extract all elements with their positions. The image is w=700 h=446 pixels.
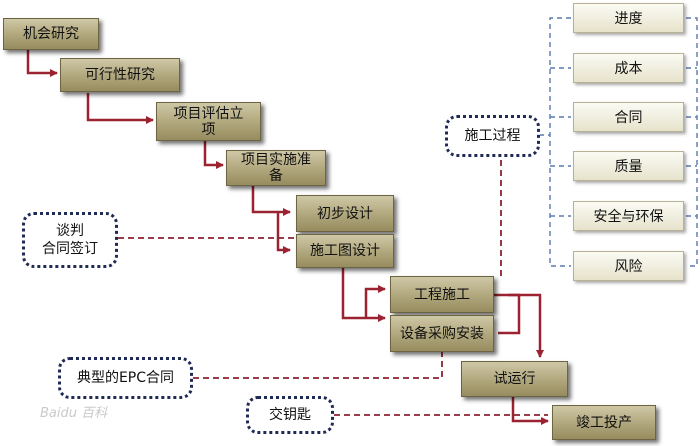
label: 典型的EPC合同	[76, 370, 175, 386]
aspect-quality: 质量	[573, 151, 684, 181]
label: 施工过程	[464, 128, 521, 144]
label: 初步设计	[317, 205, 373, 222]
arrow-6	[493, 293, 521, 335]
label: 交钥匙	[269, 407, 311, 423]
label: 施工图设计	[310, 243, 380, 259]
aspect-schedule: 进度	[573, 3, 684, 33]
label: 可行性研究	[85, 67, 155, 83]
box-trial-run: 试运行	[461, 361, 568, 397]
label: 质量	[614, 159, 643, 175]
label: 项目实施准备	[241, 152, 311, 184]
label: 进度	[614, 11, 643, 27]
box-implementation-prep: 项目实施准备	[226, 150, 326, 186]
box-preliminary-design: 初步设计	[296, 195, 394, 232]
arrow-4	[251, 186, 291, 216]
aspect-safety-environment: 安全与环保	[573, 201, 684, 231]
arrow-3	[203, 141, 224, 169]
box-procurement-installation: 设备采购安装	[390, 315, 494, 352]
label: 机会研究	[23, 26, 79, 42]
callout-negotiation: 谈判 合同签订	[22, 212, 118, 268]
arrow-2	[86, 93, 154, 124]
box-feasibility-study: 可行性研究	[60, 58, 180, 92]
box-construction-drawing: 施工图设计	[296, 234, 394, 268]
label: 项目评估立项	[173, 105, 244, 138]
arrow-5	[341, 268, 386, 322]
watermark: Baidu 百科	[40, 406, 108, 421]
arrow-4b	[276, 212, 291, 254]
arrow-7	[511, 397, 549, 425]
dash-epc	[193, 345, 443, 379]
callout-typical-epc: 典型的EPC合同	[58, 357, 193, 399]
box-opportunity-study: 机会研究	[3, 18, 99, 50]
arrow-1	[26, 50, 58, 77]
box-completion: 竣工投产	[552, 405, 656, 440]
label: 风险	[614, 259, 643, 275]
label-line2: 合同签订	[42, 241, 98, 257]
callout-handover: 交钥匙	[246, 396, 334, 434]
aspect-cost: 成本	[573, 53, 684, 83]
label: 设备采购安装	[400, 325, 484, 342]
callout-construction-process: 施工过程	[445, 115, 540, 157]
label: 成本	[614, 61, 643, 77]
aspect-risk: 风险	[573, 251, 684, 281]
label: 试运行	[493, 371, 536, 387]
label: 工程施工	[414, 286, 470, 303]
box-project-evaluation: 项目评估立项	[156, 102, 261, 141]
label: 合同	[614, 110, 643, 126]
label: 安全与环保	[593, 209, 664, 225]
aspect-bracket	[539, 17, 571, 267]
arrow-5b	[364, 285, 386, 318]
arrow-6b	[508, 293, 544, 358]
aspect-bracket-right	[686, 17, 698, 267]
box-construction: 工程施工	[390, 276, 494, 313]
label-line1: 谈判	[56, 223, 84, 239]
aspect-contract: 合同	[573, 102, 684, 132]
label: 竣工投产	[576, 414, 632, 431]
